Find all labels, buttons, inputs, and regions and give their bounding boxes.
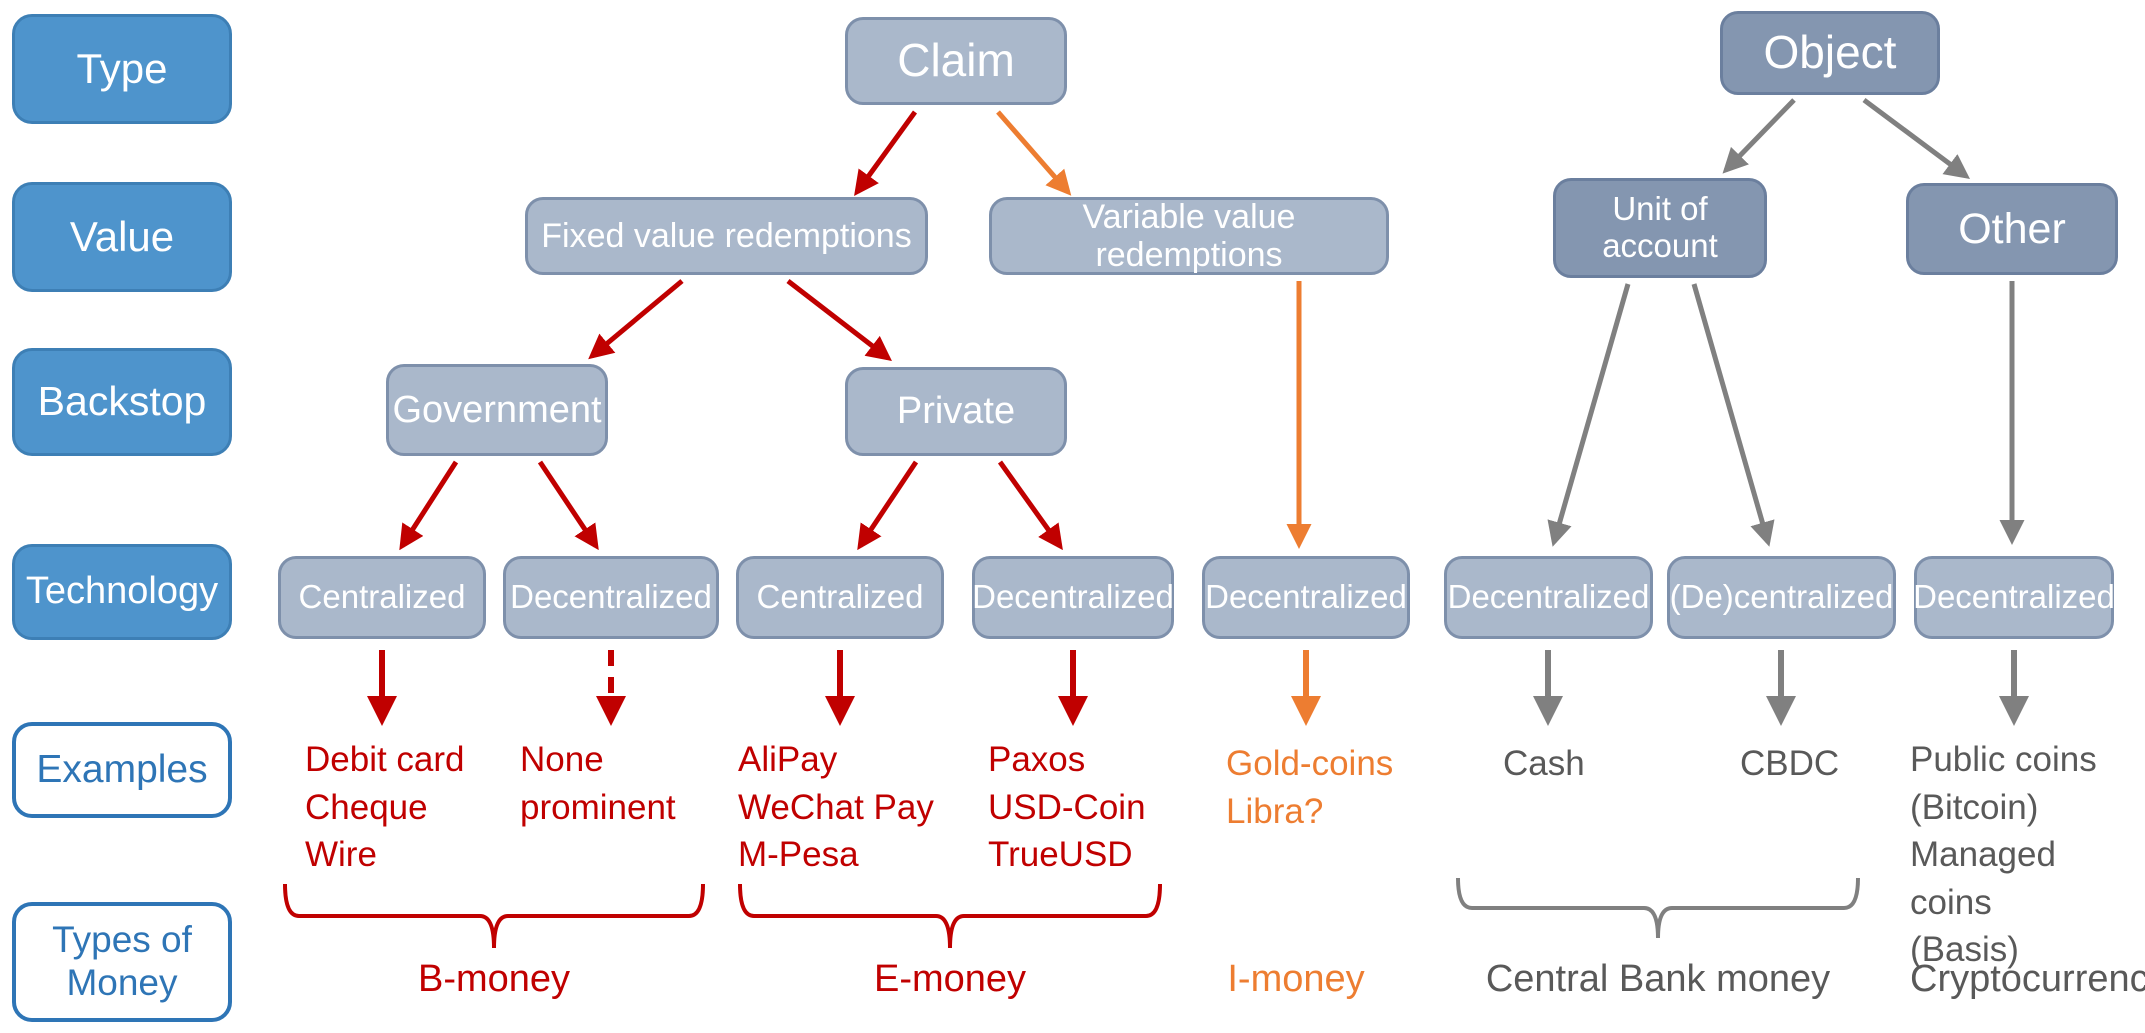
node-tech-centralized-bmoney: Centralized [278,556,486,639]
examples-cbdc: CBDC [1740,744,1840,783]
arrow-object-to-other [1862,97,1971,179]
examples-e-money-centralized: AliPay WeChat Pay M-Pesa [738,740,934,875]
arrow-fixed-to-government [588,279,684,360]
examples-i-money: Gold-coins Libra? [1226,744,1394,831]
arrow-government-to-centralized [399,460,459,551]
row-label-backstop-text: Backstop [37,378,207,425]
node-other-text: Other [1958,204,2066,253]
node-unit-of-account-text: Unit of account [1602,190,1718,264]
node-tech-decentralized-bmoney: Decentralized [503,556,719,639]
row-label-types-of-money-text: Types of Money [52,919,192,1003]
examples-cryptocurrency: Public coins (Bitcoin) Managed coins (Ba… [1910,740,2097,970]
node-variable-value-redemptions: Variable value redemptions [989,197,1389,275]
arrow-fixed-to-private [786,279,892,362]
row-label-examples-text: Examples [36,747,208,791]
node-claim: Claim [845,17,1067,105]
row-label-type-text: Type [76,44,168,92]
arrow-unit-to-decentralized [1547,283,1631,547]
money-type-i-money: I-money [1227,958,1365,1000]
node-private: Private [845,367,1067,456]
arrow-object-to-unit [1722,98,1796,174]
node-tech-decentralized-imoney: Decentralized [1202,556,1410,639]
node-tech-decentralized-crypto-text: Decentralized [1913,578,2115,616]
arrow-private-to-centralized [857,460,919,551]
money-type-b-money: B-money [417,958,571,1000]
row-label-value: Value [12,182,232,292]
node-object-text: Object [1763,26,1897,79]
node-other: Other [1906,183,2118,275]
node-government: Government [386,364,608,456]
node-tech-decentralized-bmoney-text: Decentralized [510,578,712,616]
node-tech-centralized-emoney: Centralized [736,556,944,639]
row-label-types-of-money: Types of Money [12,902,232,1022]
node-tech-decentralized-cash: Decentralized [1444,556,1653,639]
node-object: Object [1720,11,1940,95]
node-tech-decentralized-cash-text: Decentralized [1447,578,1650,616]
arrow-claim-to-fixed [854,110,918,197]
node-tech-decentralized-emoney-text: Decentralized [972,578,1174,616]
node-tech-decentralized-cbdc: (De)centralized [1667,556,1896,639]
examples-cash: Cash [1503,744,1585,783]
brace-b-money [283,883,705,949]
node-tech-decentralized-imoney-text: Decentralized [1205,578,1407,616]
node-private-text: Private [896,390,1016,433]
money-type-cryptocurrency: Cryptocurrency [1910,958,2145,1000]
examples-b-money-centralized: Debit card Cheque Wire [305,740,465,875]
row-label-technology-text: Technology [25,570,219,613]
brace-e-money [738,883,1162,949]
row-label-value-text: Value [69,212,175,260]
node-fixed-value-redemptions: Fixed value redemptions [525,197,928,275]
row-label-type: Type [12,14,232,124]
node-unit-of-account: Unit of account [1553,178,1767,278]
row-label-backstop: Backstop [12,348,232,456]
node-tech-decentralized-crypto: Decentralized [1913,556,2115,639]
arrow-government-to-decentralized [537,460,599,551]
arrow-unit-to-decentralized-cbdc [1691,283,1775,547]
node-government-text: Government [392,388,602,431]
brace-central-bank-money [1456,877,1860,939]
node-tech-decentralized-cbdc-text: (De)centralized [1669,578,1894,616]
money-type-e-money: E-money [873,958,1027,1000]
node-variable-value-redemptions-text: Variable value redemptions [1082,197,1296,274]
arrow-private-to-decentralized [997,460,1063,551]
money-type-central-bank-money: Central Bank money [1485,958,1831,1000]
node-tech-decentralized-emoney: Decentralized [972,556,1174,639]
node-tech-centralized-bmoney-text: Centralized [298,578,466,616]
row-label-examples: Examples [12,722,232,818]
node-tech-centralized-emoney-text: Centralized [756,578,924,616]
examples-b-money-decentralized: None prominent [520,740,676,827]
arrow-claim-to-variable [996,110,1072,196]
node-fixed-value-redemptions-text: Fixed value redemptions [541,216,912,255]
node-claim-text: Claim [897,34,1015,87]
row-label-technology: Technology [12,544,232,640]
examples-e-money-decentralized: Paxos USD-Coin TrueUSD [988,740,1146,875]
